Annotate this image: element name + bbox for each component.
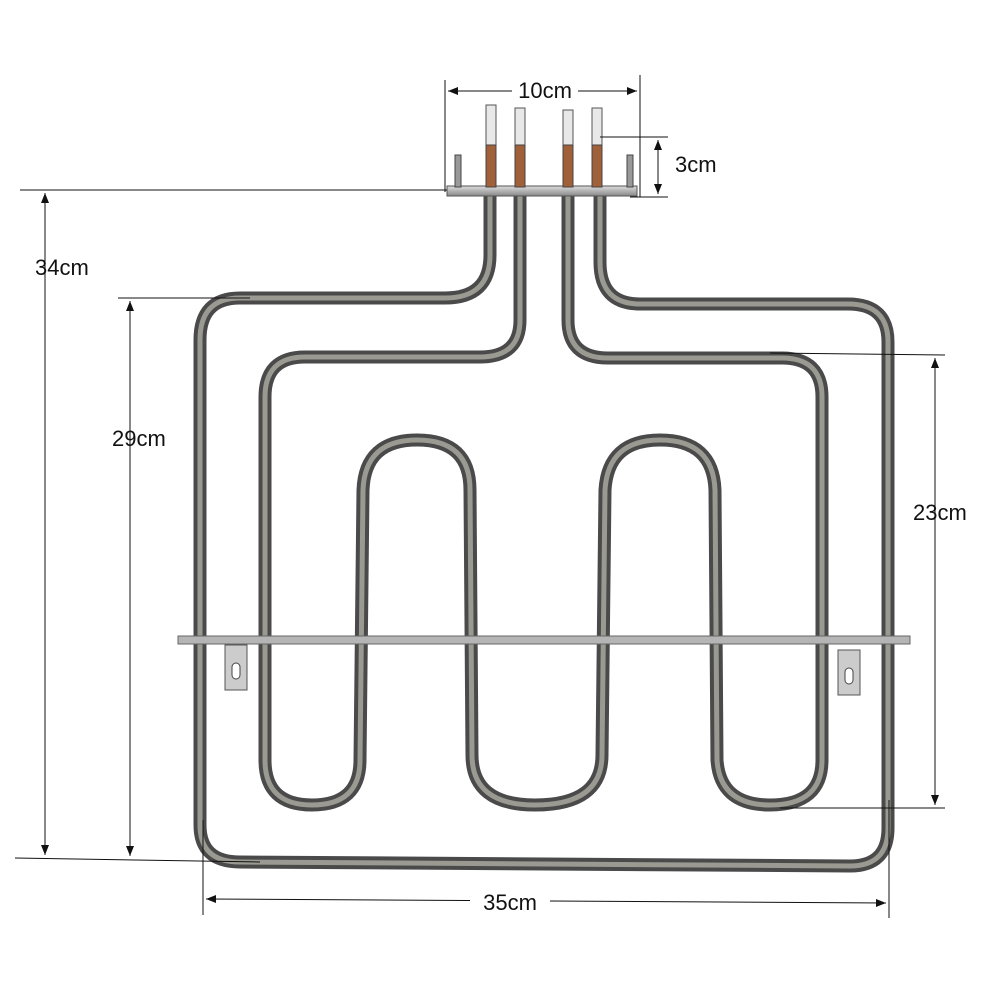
dimension-label-29cm: 29cm — [112, 426, 166, 451]
mounting-bracket-left — [224, 644, 248, 691]
outer-heating-tube — [193, 188, 895, 873]
dimension-label-3cm: 3cm — [675, 152, 717, 177]
mounting-bracket-right — [837, 649, 861, 696]
terminal-block — [446, 104, 638, 197]
dimension-label-10cm: 10cm — [518, 78, 572, 103]
dimension-arrows — [41, 87, 939, 907]
support-bar — [177, 635, 911, 696]
dimension-label-35cm: 35cm — [483, 890, 537, 915]
dimension-label-34cm: 34cm — [35, 255, 89, 280]
dimension-label-23cm: 23cm — [913, 500, 967, 525]
inner-heating-tube — [258, 188, 829, 812]
